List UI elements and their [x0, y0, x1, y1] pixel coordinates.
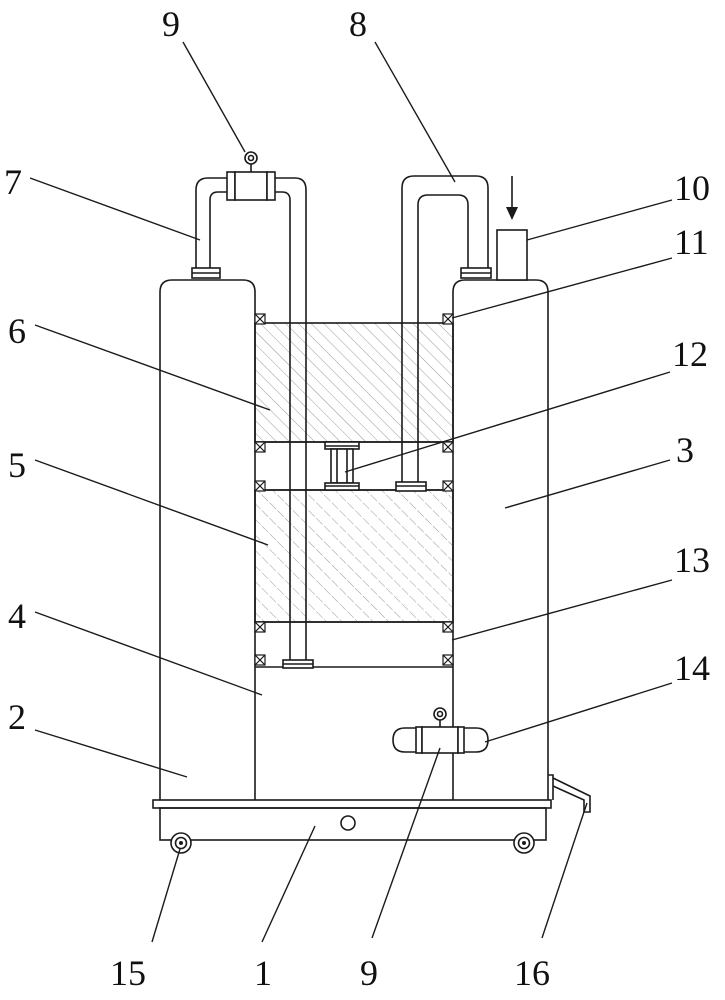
reference-numerals: 9 8 7 10 11 6 12 5 3 13 4 14 2 15 1 9 16: [4, 4, 710, 993]
right-wheel: [513, 832, 535, 854]
left-wheel: [170, 832, 192, 854]
left-inlet-pipe: [191, 177, 314, 669]
label-12: 12: [672, 334, 708, 374]
label-7: 7: [4, 162, 22, 202]
label-15: 15: [110, 953, 146, 993]
label-4: 4: [8, 596, 26, 636]
right-outlet-pipe: [395, 175, 492, 492]
label-10: 10: [674, 168, 710, 208]
upper-filter-layer: [254, 322, 454, 443]
seal-rings: [254, 313, 454, 666]
label-11: 11: [674, 222, 709, 262]
label-9-bottom: 9: [360, 953, 378, 993]
left-tank: [159, 279, 256, 800]
lower-filter-layer: [254, 489, 454, 623]
leader-lines: [29, 41, 673, 943]
label-5: 5: [8, 445, 26, 485]
label-16: 16: [514, 953, 550, 993]
label-14: 14: [674, 648, 710, 688]
bottom-valve: [392, 707, 489, 754]
inlet-port: [496, 176, 528, 281]
label-2: 2: [8, 697, 26, 737]
label-9-top: 9: [162, 4, 180, 44]
base-frame: [152, 799, 552, 841]
label-6: 6: [8, 311, 26, 351]
label-3: 3: [676, 430, 694, 470]
inter-layer-connector: [324, 441, 360, 491]
label-13: 13: [674, 540, 710, 580]
drain-spout: [548, 774, 591, 813]
right-tank: [452, 279, 549, 800]
label-8: 8: [349, 4, 367, 44]
label-1: 1: [254, 953, 272, 993]
top-valve: [226, 151, 276, 201]
